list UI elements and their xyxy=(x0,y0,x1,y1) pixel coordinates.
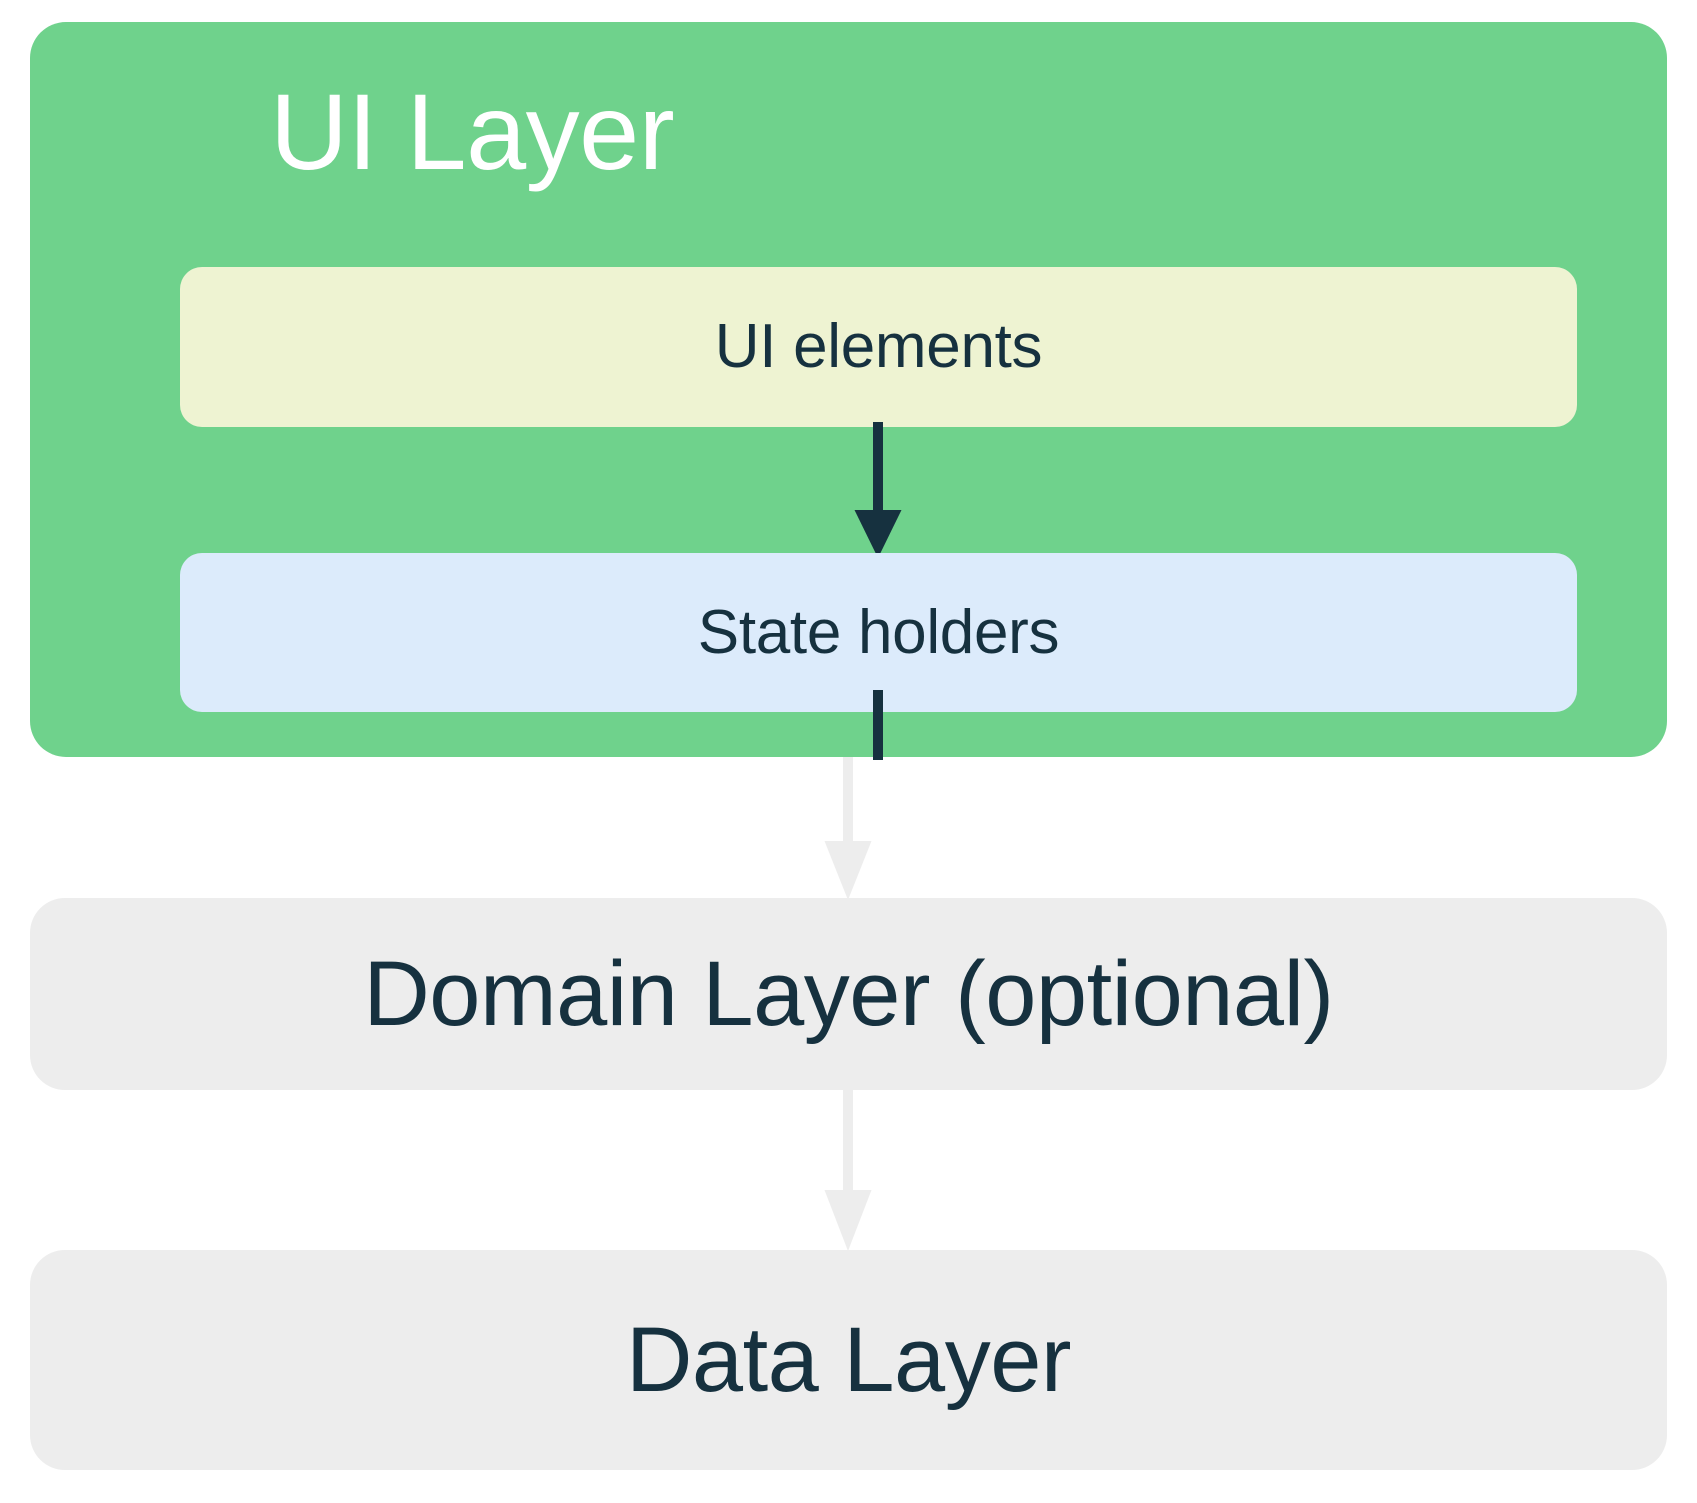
domain-layer-box: Domain Layer (optional) xyxy=(30,898,1667,1090)
domain-layer-label: Domain Layer (optional) xyxy=(363,943,1334,1045)
arrow-domain-layer-to-data-layer xyxy=(824,1090,872,1251)
state-holders-label: State holders xyxy=(697,597,1060,667)
arrow-ui-elements-to-state-holders xyxy=(854,422,902,558)
ui-layer-title: UI Layer xyxy=(270,71,675,192)
ui-layer-container: UI Layer UI elements State holders xyxy=(30,22,1667,760)
ui-elements-box: UI elements xyxy=(180,267,1577,427)
data-layer-label: Data Layer xyxy=(625,1309,1072,1411)
state-holders-box: State holders xyxy=(180,553,1577,712)
ui-elements-label: UI elements xyxy=(714,312,1043,381)
arrow-state-holders-to-domain-layer xyxy=(824,757,872,900)
data-layer-box: Data Layer xyxy=(30,1250,1667,1470)
